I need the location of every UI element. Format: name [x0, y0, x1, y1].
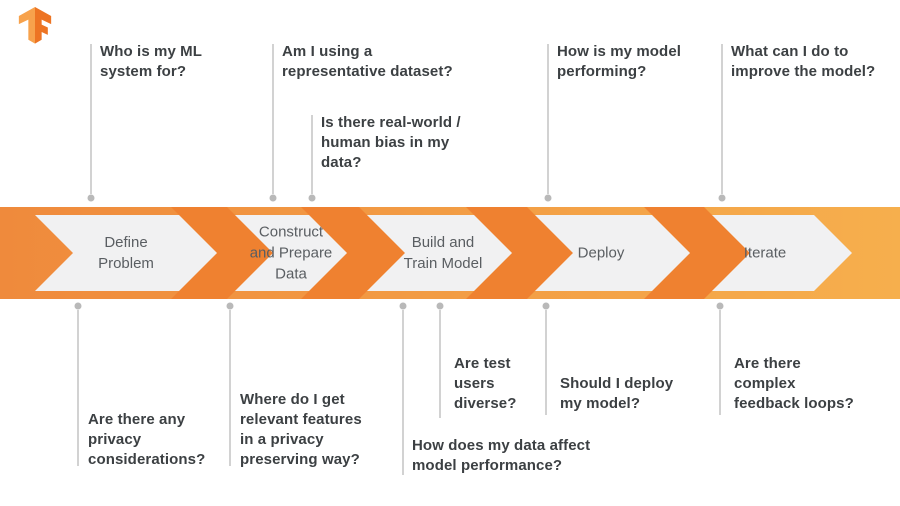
- workflow-banner: [0, 207, 900, 299]
- question-line: system for?: [100, 63, 187, 80]
- question-line: my model?: [560, 395, 641, 412]
- question-test-users-diverse: Are test users diverse?: [454, 354, 517, 414]
- leader-dot: [269, 194, 277, 202]
- stage-label-line: Deploy: [577, 244, 625, 262]
- stage-divider: [171, 207, 273, 299]
- stage-chevron-construct-prepare-data: [235, 215, 347, 291]
- leader-dot: [399, 302, 407, 310]
- leader-dot: [718, 194, 726, 202]
- question-line: Are there any: [88, 411, 186, 428]
- stage-label-deploy: Deploy: [578, 243, 625, 264]
- leader-dot: [308, 194, 316, 202]
- stage-divider: [644, 207, 750, 299]
- question-line: diverse?: [454, 395, 517, 412]
- stage-label-define-problem: Define Problem: [98, 232, 154, 274]
- leader-line: [311, 115, 313, 194]
- question-representative-dataset: Am I using a representative dataset?: [282, 42, 453, 82]
- question-line: improve the model?: [731, 63, 876, 80]
- question-line: privacy: [88, 431, 142, 448]
- leader-line: [719, 310, 721, 415]
- question-line: How is my model: [557, 43, 682, 60]
- tf-logo-left-face: [18, 7, 35, 44]
- stage-label-line: Train Model: [403, 255, 483, 272]
- leader-line: [402, 310, 404, 475]
- stage-divider: [301, 207, 405, 299]
- question-line: representative dataset?: [282, 63, 453, 80]
- leader-line: [77, 310, 79, 466]
- stage-chevron-build-train-model: [367, 215, 512, 291]
- question-model-performing: How is my model performing?: [557, 42, 681, 82]
- stage-label-line: and Prepare: [249, 244, 333, 262]
- question-who-is-system-for: Who is my ML system for?: [100, 42, 202, 82]
- question-line: feedback loops?: [734, 395, 854, 412]
- stage-label-line: Build and: [411, 234, 475, 251]
- question-improve-model: What can I do to improve the model?: [731, 42, 875, 82]
- leader-line: [229, 310, 231, 466]
- question-line: Where do I get: [240, 391, 345, 408]
- stage-chevron-define-problem: [35, 215, 217, 291]
- question-complex-feedback-loops: Are there complex feedback loops?: [734, 354, 854, 414]
- leader-dot: [436, 302, 444, 310]
- question-line: Are test: [454, 355, 511, 372]
- leader-line: [547, 44, 549, 194]
- stage-label-construct-prepare-data: Construct and Prepare Data: [250, 222, 333, 285]
- question-relevant-features-privacy: Where do I get relevant features in a pr…: [240, 390, 362, 470]
- question-line: What can I do to: [731, 43, 849, 60]
- leader-dot: [716, 302, 724, 310]
- leader-line: [545, 310, 547, 415]
- stage-chevron-iterate: [712, 215, 852, 291]
- stage-label-line: Iterate: [743, 244, 787, 262]
- stage-label-build-train-model: Build and Train Model: [404, 232, 483, 274]
- stage-label-iterate: Iterate: [744, 243, 787, 264]
- stage-label-line: Construct: [258, 223, 324, 241]
- tf-logo-right-face: [35, 7, 52, 44]
- leader-dot: [226, 302, 234, 310]
- question-real-world-bias: Is there real-world / human bias in my d…: [321, 113, 461, 173]
- question-line: How does my data affect: [412, 437, 591, 454]
- question-should-deploy: Should I deploy my model?: [560, 374, 673, 414]
- leader-dot: [87, 194, 95, 202]
- question-data-affect-performance: How does my data affect model performanc…: [412, 436, 590, 476]
- stage-label-line: Data: [275, 265, 307, 283]
- stage-divider: [466, 207, 573, 299]
- leader-dot: [544, 194, 552, 202]
- leader-line: [721, 44, 723, 194]
- question-privacy-considerations: Are there any privacy considerations?: [88, 410, 205, 470]
- question-line: users: [454, 375, 495, 392]
- question-line: Is there real-world /: [321, 114, 461, 131]
- leader-dot: [542, 302, 550, 310]
- question-line: preserving way?: [240, 451, 360, 468]
- question-line: human bias in my: [321, 134, 450, 151]
- stage-label-line: Define: [104, 234, 148, 251]
- question-line: considerations?: [88, 451, 206, 468]
- question-line: performing?: [557, 63, 647, 80]
- question-line: Who is my ML: [100, 43, 203, 60]
- leader-line: [90, 44, 92, 194]
- question-line: Are there: [734, 355, 801, 372]
- question-line: Should I deploy: [560, 375, 674, 392]
- question-line: in a privacy: [240, 431, 324, 448]
- stage-chevron-deploy: [535, 215, 690, 291]
- question-line: data?: [321, 154, 362, 171]
- leader-line: [272, 44, 274, 194]
- leader-dot: [74, 302, 82, 310]
- stage-label-line: Problem: [98, 255, 154, 272]
- question-line: model performance?: [412, 457, 563, 474]
- question-line: complex: [734, 375, 796, 392]
- question-line: relevant features: [240, 411, 362, 428]
- tensorflow-logo-icon: [18, 7, 52, 44]
- leader-line: [439, 310, 441, 418]
- question-line: Am I using a: [282, 43, 373, 60]
